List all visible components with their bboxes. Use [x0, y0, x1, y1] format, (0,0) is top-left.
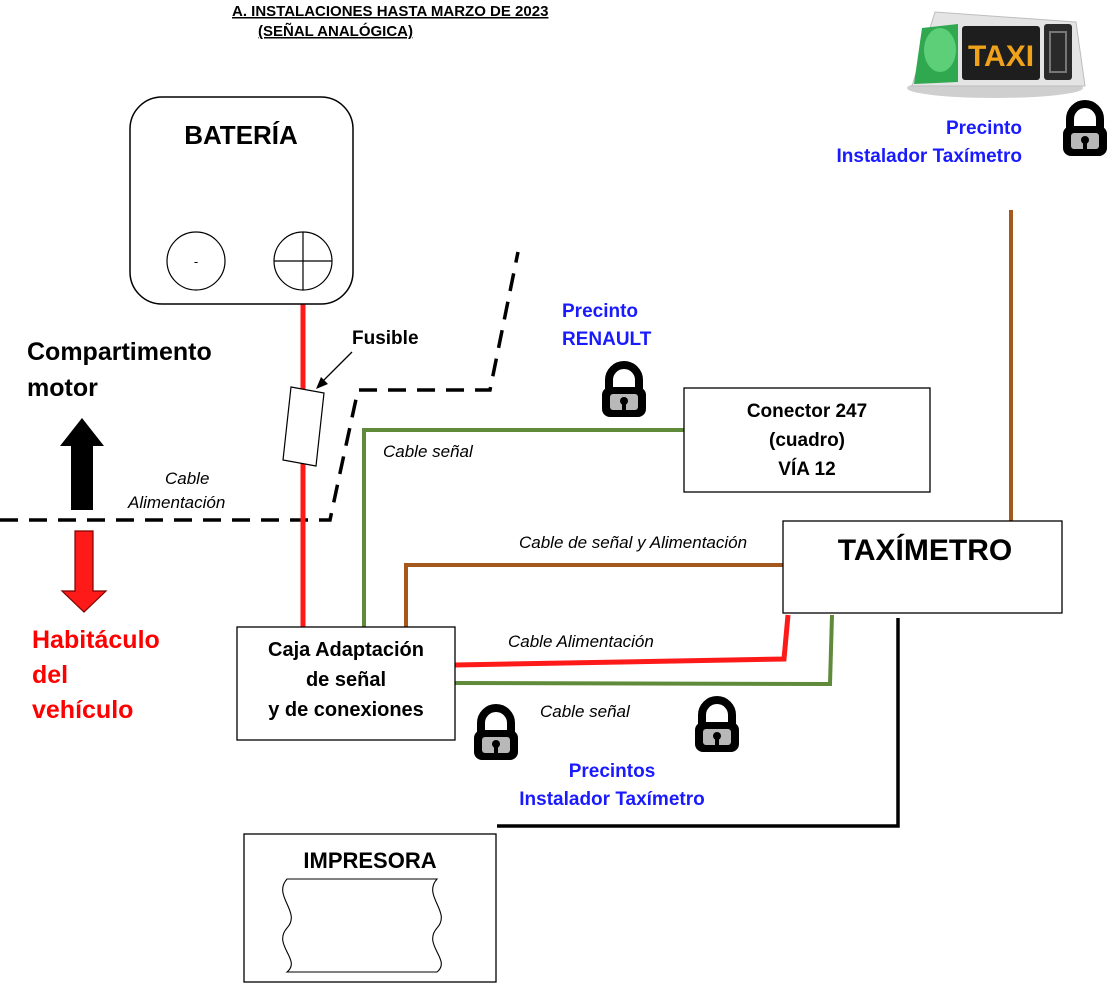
- taximeter-box: [782, 520, 1063, 614]
- cabin-label-line1: Habitáculo: [32, 626, 160, 654]
- fuse-pointer: [321, 351, 353, 383]
- connector-247-box: [683, 387, 931, 493]
- engine-compartment-label-line2: motor: [27, 374, 98, 402]
- fuse-symbol: [282, 386, 325, 467]
- power-cable-label-line1: Cable: [165, 469, 209, 488]
- taxi-seal-lock-icon: [1063, 100, 1107, 156]
- battery-positive-terminal: [273, 231, 333, 291]
- signal-power-cable-label: Cable de señal y Alimentación: [519, 533, 747, 552]
- power-cable-label-bottom: Cable Alimentación: [508, 632, 654, 651]
- engine-compartment-label-line1: Compartimento: [27, 338, 212, 366]
- renault-seal-lock-icon: [602, 361, 646, 417]
- signal-cable-label-bottom: Cable señal: [540, 702, 631, 721]
- bottom-seal-lock-icon-left: [474, 704, 518, 760]
- power-cable-label-line2: Alimentación: [127, 493, 225, 512]
- renault-seal-label-line2: RENAULT: [562, 329, 652, 350]
- cabin-label-line2: del: [32, 661, 68, 689]
- adapter-label-line3: y de conexiones: [268, 699, 424, 721]
- battery-minus-sign: -: [194, 254, 198, 269]
- engine-up-arrow: [60, 418, 104, 510]
- bottom-seal-lock-icon-right: [695, 696, 739, 752]
- signal-cable-to-taximeter: [454, 614, 834, 687]
- connector-247-label-line1: Conector 247: [747, 401, 867, 422]
- fuse-label: Fusible: [352, 328, 419, 349]
- taxi-seal-label-line1: Precinto: [946, 118, 1022, 139]
- renault-seal-label-line1: Precinto: [562, 301, 638, 322]
- battery-negative-terminal: [166, 231, 226, 291]
- adapter-label-line2: de señal: [306, 669, 386, 691]
- adapter-label-line1: Caja Adaptación: [268, 639, 424, 661]
- signal-cable-label-top: Cable señal: [383, 442, 474, 461]
- printer-cable: [497, 618, 900, 828]
- printer-paper-icon: [282, 878, 442, 973]
- heading-line1: A. INSTALACIONES HASTA MARZO DE 2023: [232, 3, 548, 20]
- connector-247-label-line2: (cuadro): [769, 430, 845, 451]
- cabin-label-line3: vehículo: [32, 696, 133, 724]
- cabin-down-arrow: [60, 530, 108, 613]
- engine-cabin-separator: [0, 251, 520, 522]
- heading-line2: (SEÑAL ANALÓGICA): [258, 22, 413, 40]
- battery-label: BATERÍA: [184, 120, 298, 150]
- taxi-roof-sign-icon: TAXI: [907, 11, 1086, 98]
- printer-label: IMPRESORA: [303, 848, 436, 873]
- connector-247-label-line3: VÍA 12: [778, 458, 835, 480]
- bottom-seal-label-line1: Precintos: [569, 761, 656, 782]
- taxi-seal-label-line2: Instalador Taxímetro: [837, 146, 1022, 167]
- fuse-pointer-head: [316, 377, 328, 389]
- power-cable-to-taximeter: [454, 614, 791, 668]
- signal-cable-to-connector: [362, 428, 684, 627]
- taximeter-label: TAXÍMETRO: [838, 533, 1012, 567]
- taxi-sign-text: TAXI: [968, 40, 1034, 73]
- adapter-box: [236, 626, 456, 741]
- bottom-seal-label-line2: Instalador Taxímetro: [519, 789, 704, 810]
- signal-power-cable: [404, 563, 784, 627]
